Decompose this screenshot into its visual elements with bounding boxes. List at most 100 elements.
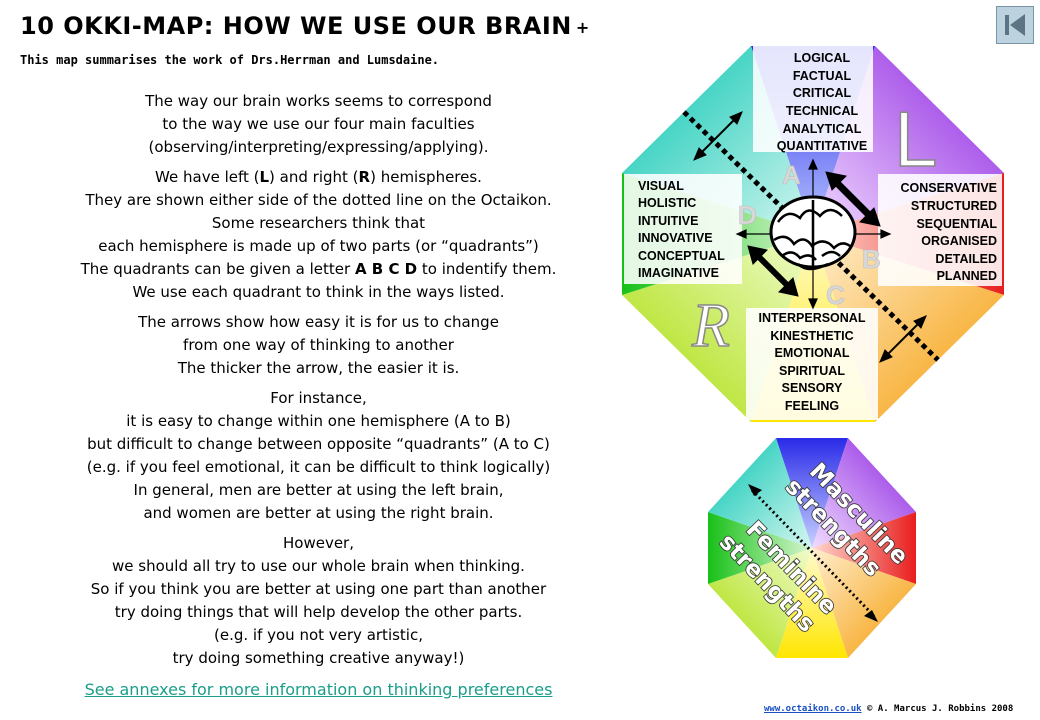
text-line: The arrows show how easy it is for us to… <box>138 313 499 331</box>
quadrant-letters: A B C D <box>354 260 418 278</box>
trait: CONCEPTUAL <box>638 249 725 263</box>
paragraph-intro: The way our brain works seems to corresp… <box>20 90 617 159</box>
right-letter: R <box>358 168 371 186</box>
strengths-diagram: Masculine strengths Feminine strengths <box>708 438 916 658</box>
text-line: They are shown either side of the dotted… <box>85 191 552 209</box>
trait: ANALYTICAL <box>783 122 862 136</box>
trait: INTERPERSONAL <box>759 311 866 325</box>
panel-a <box>753 46 873 152</box>
trait: VISUAL <box>638 179 684 193</box>
title-text: 10 OKKI-MAP: HOW WE USE OUR BRAIN <box>20 12 572 40</box>
divider-arrow-head <box>864 610 878 622</box>
text-line: The quadrants can be given a letter A B … <box>20 258 617 281</box>
text-line: but difficult to change between opposite… <box>87 435 550 453</box>
trait: SEQUENTIAL <box>916 217 997 231</box>
trait: QUANTITATIVE <box>777 139 868 153</box>
small-sector-bottom-right <box>812 548 916 658</box>
small-sector-top <box>776 438 848 548</box>
right-hemisphere-label: R <box>691 292 730 360</box>
trait: TECHNICAL <box>786 104 859 118</box>
text-line: try doing something creative anyway!) <box>172 649 465 667</box>
page-subtitle: This map summarises the work of Drs.Herr… <box>20 53 440 67</box>
text-line: and women are better at using the right … <box>143 504 494 522</box>
trait: INTUITIVE <box>638 214 698 228</box>
trait: LOGICAL <box>794 51 851 65</box>
text-fragment: The quadrants can be given a letter <box>80 260 355 278</box>
text-line: The thicker the arrow, the easier it is. <box>177 359 460 377</box>
left-letter: L <box>259 168 270 186</box>
text-line: to the way we use our four main facultie… <box>162 115 475 133</box>
text-line: (observing/interpreting/expressing/apply… <box>148 138 489 156</box>
trait: IMAGINATIVE <box>638 266 719 280</box>
back-button[interactable] <box>996 6 1034 44</box>
small-sector-bottom-left <box>708 548 812 658</box>
text-fragment: to indentify them. <box>417 260 557 278</box>
trait: KINESTHETIC <box>770 329 853 343</box>
small-sector-top-right <box>812 438 916 548</box>
trait: FEELING <box>785 399 839 413</box>
title-plus: + <box>575 17 590 37</box>
trait: STRUCTURED <box>911 199 997 213</box>
paragraph-advice: However, we should all try to use our wh… <box>20 532 617 670</box>
transition-arrows <box>693 111 927 363</box>
paragraph-arrows: The arrows show how easy it is for us to… <box>20 311 617 380</box>
text-line: each hemisphere is made up of two parts … <box>98 237 539 255</box>
footer: www.octaikon.co.uk © A. Marcus J. Robbin… <box>764 704 1013 714</box>
trait: DETAILED <box>935 252 997 266</box>
text-fragment: We have left ( <box>155 168 260 186</box>
text-line: In general, men are better at using the … <box>133 481 504 499</box>
quadrant-letter-d: D <box>738 200 757 230</box>
text-line: We have left (L) and right (R) hemispher… <box>20 166 617 189</box>
text-line: The way our brain works seems to corresp… <box>145 92 492 110</box>
text-line: try doing things that will help develop … <box>114 603 523 621</box>
text-line: However, <box>283 534 354 552</box>
panel-c <box>746 308 878 420</box>
small-sector-top-left <box>708 438 812 548</box>
quadrant-letter-b: B <box>862 244 881 274</box>
strengths-divider <box>750 488 876 618</box>
text-fragment: ) hemispheres. <box>370 168 482 186</box>
trait: CONSERVATIVE <box>900 181 997 195</box>
panel-d <box>624 174 742 284</box>
text-line: (e.g. if you feel emotional, it can be d… <box>86 458 551 476</box>
website-link[interactable]: www.octaikon.co.uk <box>764 704 862 714</box>
text-line: So if you think you are better at using … <box>90 580 547 598</box>
small-sector-right <box>812 512 916 584</box>
quadrant-letter-c: C <box>826 280 845 310</box>
trait: ORGANISED <box>921 234 997 248</box>
text-line: it is easy to change within one hemisphe… <box>126 412 511 430</box>
quadrant-letter-a: A <box>782 160 801 190</box>
small-sector-bottom <box>776 548 848 658</box>
trait: FACTUAL <box>793 69 852 83</box>
left-hemisphere-label: L <box>894 95 937 183</box>
quadrant-b-traits: CONSERVATIVE STRUCTURED SEQUENTIAL ORGAN… <box>900 181 997 283</box>
divider-arrow-head <box>748 484 762 496</box>
text-fragment: ) and right ( <box>269 168 359 186</box>
brain-icon <box>769 195 857 271</box>
trait: PLANNED <box>937 269 997 283</box>
quadrant-c-traits: INTERPERSONAL KINESTHETIC EMOTIONAL SPIR… <box>759 311 866 413</box>
trait: SPIRITUAL <box>779 364 845 378</box>
text-line: Some researchers think that <box>211 214 426 232</box>
text-line: (e.g. if you not very artistic, <box>214 626 423 644</box>
trait: EMOTIONAL <box>775 346 850 360</box>
trait: INNOVATIVE <box>638 231 713 245</box>
small-sector-left <box>708 512 812 584</box>
quadrant-a-traits: LOGICAL FACTUAL CRITICAL TECHNICAL ANALY… <box>777 51 868 153</box>
paragraph-instance: For instance, it is easy to change withi… <box>20 387 617 525</box>
annexes-link[interactable]: See annexes for more information on thin… <box>84 680 553 699</box>
copyright-text: © A. Marcus J. Robbins 2008 <box>866 704 1014 714</box>
trait: HOLISTIC <box>638 196 696 210</box>
text-line: we should all try to use our whole brain… <box>112 557 525 575</box>
explanation-text: The way our brain works seems to corresp… <box>20 90 617 677</box>
page-title: 10 OKKI-MAP: HOW WE USE OUR BRAIN+ <box>20 12 590 40</box>
skip-back-icon <box>1005 14 1025 36</box>
quadrant-d-traits: VISUAL HOLISTIC INTUITIVE INNOVATIVE CON… <box>638 179 725 280</box>
panel-b <box>878 174 1002 286</box>
octaikon-diagram: L R A B C D LOGICAL FACTUAL CRITICAL TEC… <box>622 46 1004 422</box>
trait: CRITICAL <box>793 86 852 100</box>
text-line: from one way of thinking to another <box>183 336 454 354</box>
paragraph-hemispheres: We have left (L) and right (R) hemispher… <box>20 166 617 304</box>
trait: SENSORY <box>782 381 843 395</box>
text-line: For instance, <box>270 389 367 407</box>
